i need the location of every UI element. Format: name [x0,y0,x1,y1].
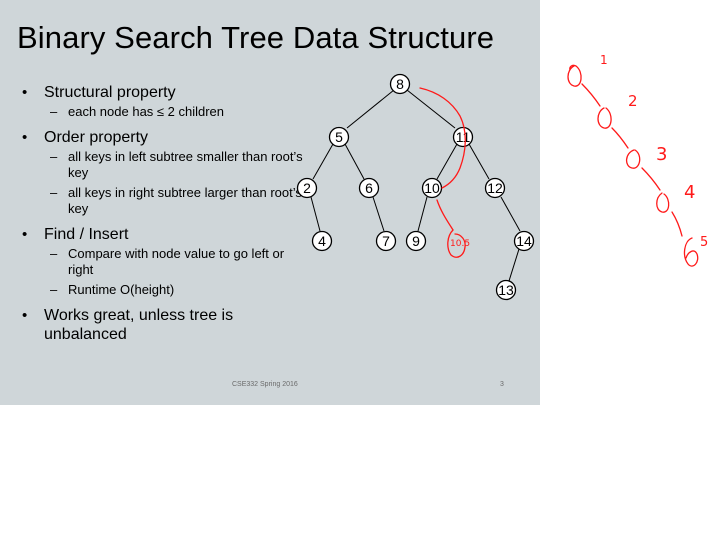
bullet-order-property: Order property [22,128,307,147]
footer-course: CSE332 Spring 2016 [232,381,298,388]
edge-6-7 [372,196,385,232]
bullet-list: Structural property each node has ≤ 2 ch… [22,83,307,346]
tree-node-8: 8 [389,73,411,95]
handwritten-degenerate-chain: 1 2 3 4 5 [567,53,708,267]
slide-title: Binary Search Tree Data Structure [17,20,495,55]
edge-12-14 [500,196,521,232]
chain-label-2: 2 [628,92,638,110]
tree-node-5: 5 [328,126,350,148]
footer-page-number: 3 [500,381,504,388]
tree-node-label: 6 [365,180,373,196]
edge-14-13 [508,248,520,282]
chain-label-1: 1 [600,53,608,67]
bullet-find-insert: Find / Insert [22,225,307,244]
chain-node-5 [683,237,699,267]
sub-bullet-children-limit: each node has ≤ 2 children [22,104,307,120]
bullet-works-great: Works great, unless tree is unbalanced [22,306,307,344]
tree-node-label: 12 [487,180,503,196]
tree-node-14: 14 [513,230,535,252]
bullet-structural-property: Structural property [22,83,307,102]
tree-node-6: 6 [358,177,380,199]
chain-edge-1 [581,83,601,107]
tree-node-9: 9 [405,230,427,252]
edge-11-10 [436,143,458,180]
chain-node-1 [567,64,582,87]
tree-node-label: 11 [456,129,471,145]
edge-11-12 [468,143,490,180]
tree-node-label: 7 [382,233,390,249]
sub-bullet-right-larger: all keys in right subtree larger than ro… [22,185,307,217]
tree-node-2: 2 [296,177,318,199]
chain-edge-4 [671,211,683,237]
sub-bullet-left-smaller: all keys in left subtree smaller than ro… [22,149,307,181]
tree-node-label: 8 [396,76,404,92]
chain-node-3 [625,149,641,169]
handwritten-insert-path: 10.5 [419,87,470,258]
handwritten-inserted-key: 10.5 [450,239,470,249]
edge-8-5 [346,89,395,129]
tree-edges [310,89,521,282]
edge-2-4 [310,196,321,232]
tree-node-label: 5 [335,129,343,145]
chain-node-4 [656,192,670,213]
chain-label-3: 3 [656,144,667,165]
tree-node-10: 10 [421,177,443,199]
chain-node-2 [597,107,612,129]
chain-label-4: 4 [684,182,695,203]
tree-node-12: 12 [484,177,506,199]
edge-5-6 [344,143,365,180]
sub-bullet-compare: Compare with node value to go left or ri… [22,246,307,278]
edge-10-9 [417,196,428,232]
edge-8-11 [406,89,456,129]
tree-node-13: 13 [495,279,517,301]
tree-node-7: 7 [375,230,397,252]
tree-node-label: 2 [303,180,311,196]
chain-label-5: 5 [700,235,708,250]
tree-node-4: 4 [311,230,333,252]
tree-node-label: 10 [424,180,440,196]
chain-edge-3 [641,167,661,191]
tree-node-label: 13 [498,282,514,298]
slide: Binary Search Tree Data Structure Struct… [0,0,540,405]
chain-edge-2 [611,127,629,149]
tree-node-label: 9 [412,233,420,249]
tree-node-11: 11 [452,126,474,148]
sub-bullet-runtime: Runtime O(height) [22,282,307,298]
tree-node-label: 14 [516,233,532,249]
edge-5-2 [312,143,334,180]
tree-node-label: 4 [318,233,326,249]
